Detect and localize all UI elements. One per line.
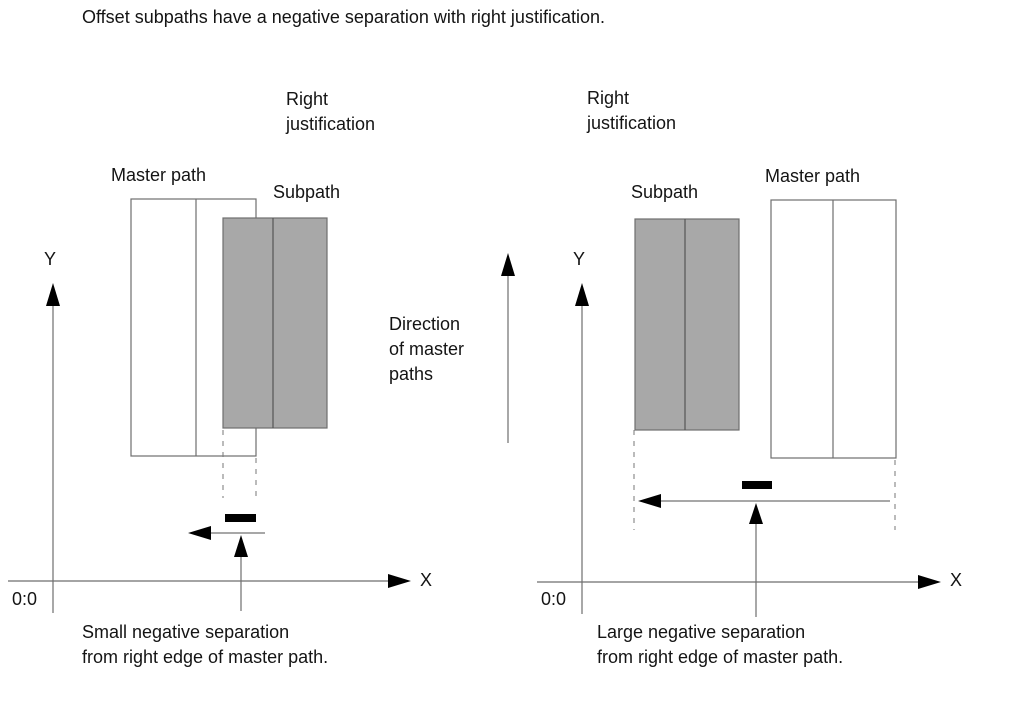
left-minus-sign [225,514,256,522]
direction-label: Direction of master paths [389,314,465,384]
right-y-axis-label: Y [573,249,586,269]
left-pointer-arrowhead [234,535,248,557]
left-justification-label: Right justification [286,89,376,134]
direction-arrow [501,253,515,443]
left-diagram [8,198,411,613]
right-minus-sign [742,481,772,489]
right-origin-label: 0:0 [541,589,567,609]
left-caption: Small negative separation from right edg… [82,622,329,667]
left-subpath [222,217,328,429]
left-separation-arrowhead [188,526,211,540]
diagram-title: Offset subpaths have a negative separati… [82,7,605,27]
left-subpath-label: Subpath [273,182,341,202]
left-master-path-label: Master path [111,165,207,185]
right-pointer-arrowhead [749,503,763,524]
right-y-axis-arrowhead [575,283,589,306]
right-diagram [537,199,941,617]
right-separation-arrowhead [638,494,661,508]
left-origin-label: 0:0 [12,589,38,609]
left-x-axis-label: X [420,570,433,590]
right-master-path-label: Master path [765,166,861,186]
right-subpath-label: Subpath [631,182,699,202]
left-y-axis-arrowhead [46,283,60,306]
right-x-axis-arrowhead [918,575,941,589]
right-subpath [634,218,740,431]
left-x-axis-arrowhead [388,574,411,588]
right-caption: Large negative separation from right edg… [597,622,844,667]
right-x-axis-label: X [950,570,963,590]
right-justification-label: Right justification [587,88,677,133]
left-y-axis-label: Y [44,249,57,269]
direction-arrowhead [501,253,515,276]
